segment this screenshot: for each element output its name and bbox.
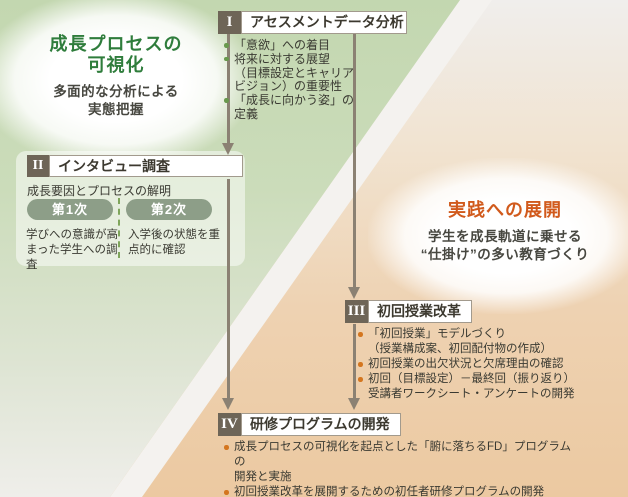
phase2-badge: 第2次 [126, 199, 212, 220]
highlight-orange-subtitle: 学生を成長軌道に乗せる “仕掛け”の多い教育づくり [420, 229, 590, 262]
section2-lead-text: 成長要因とプロセスの解明 [27, 184, 172, 198]
arrow-line-1-to-3 [353, 34, 356, 287]
section1-header: I アセスメントデータ分析 [218, 11, 407, 34]
highlight-orange-title: 実践への展開 [448, 200, 562, 220]
arrowhead-into-section2-icon [222, 143, 234, 155]
highlight-practice-deployment: 実践への展開 学生を成長軌道に乗せる “仕掛け”の多い教育づくり [383, 200, 627, 263]
list-item: 初回授業改革を展開するための初任者研修プログラムの開発 [221, 485, 581, 497]
arrow-line-3-to-4 [353, 324, 356, 398]
list-item: 「成長に向かう姿」の 定義 [221, 93, 371, 122]
highlight-green-title: 成長プロセスの 可視化 [49, 34, 183, 75]
section2-title: インタビュー調査 [49, 155, 243, 177]
section1-bullet-list: 「意欲」への着目 将来に対する展望 （目標設定とキャリア ビジョン）の重要性 「… [221, 38, 371, 122]
list-item: 成長プロセスの可視化を起点とした「腑に落ちるFD」プログラムの 開発と実施 [221, 440, 581, 485]
section3-header: III 初回授業改革 [345, 300, 472, 323]
arrowhead-into-section4-right-icon [348, 398, 360, 410]
phase1-badge: 第1次 [27, 199, 113, 220]
list-item: 将来に対する展望 （目標設定とキャリア ビジョン）の重要性 [221, 52, 371, 94]
section4-title: 研修プログラムの開発 [241, 413, 401, 436]
section4-numeral-badge: IV [218, 413, 241, 436]
phase-divider [118, 198, 120, 258]
section3-numeral-badge: III [345, 300, 368, 323]
section2-header: II インタビュー調査 [27, 155, 243, 177]
section1-numeral-badge: I [218, 11, 241, 34]
section4-header: IV 研修プログラムの開発 [218, 413, 401, 436]
arrowhead-into-section3-icon [348, 287, 360, 299]
section4-bullet-list: 成長プロセスの可視化を起点とした「腑に落ちるFD」プログラムの 開発と実施 初回… [221, 440, 581, 497]
section1-title: アセスメントデータ分析 [241, 11, 407, 34]
list-item: 「初回授業」モデルづくり （授業構成案、初回配付物の作成） [355, 327, 585, 357]
arrow-line-2-to-4 [227, 179, 230, 398]
section2-numeral-badge: II [27, 155, 49, 177]
highlight-green-subtitle: 多面的な分析による 実態把握 [53, 84, 179, 117]
phase1-description: 学びへの意識が高 まった学生への調査 [26, 229, 118, 271]
highlight-growth-visualization: 成長プロセスの 可視化 多面的な分析による 実態把握 [8, 34, 224, 118]
phase2-description: 入学後の状態を重 点的に確認 [128, 229, 220, 256]
section3-bullet-list: 「初回授業」モデルづくり （授業構成案、初回配付物の作成） 初回授業の出欠状況と… [355, 327, 585, 402]
list-item: 初回（目標設定）－最終回（振り返り） 受講者ワークシート・アンケートの開発 [355, 372, 585, 402]
list-item: 初回授業の出欠状況と欠席理由の確認 [355, 357, 585, 372]
section3-title: 初回授業改革 [368, 300, 472, 323]
list-item: 「意欲」への着目 [221, 38, 371, 53]
arrowhead-into-section4-left-icon [222, 398, 234, 410]
